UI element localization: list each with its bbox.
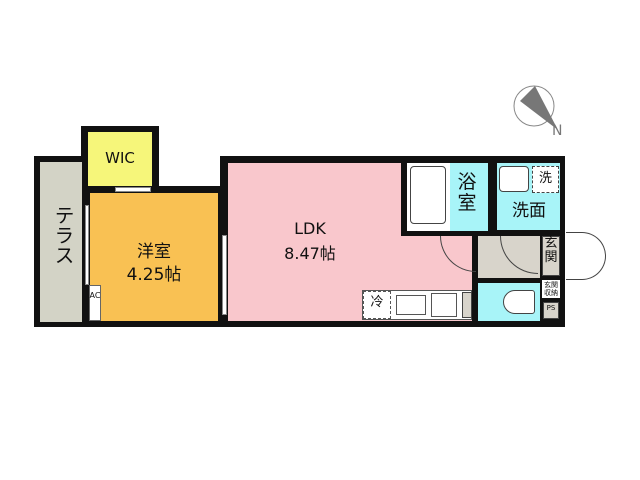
terrace-label: テラス — [51, 205, 75, 265]
entrance-label: 玄関 — [544, 236, 558, 266]
fridge-space — [363, 291, 391, 319]
western-room-name: 洋室 — [137, 242, 171, 262]
fridge-label: 冷 — [370, 295, 384, 310]
washroom-label: 洗面 — [512, 201, 546, 221]
laundry-space — [532, 166, 559, 193]
stove — [431, 293, 457, 317]
entrance-label-box — [542, 236, 560, 276]
ac-unit — [89, 285, 101, 321]
washbasin — [499, 166, 529, 192]
sink — [396, 295, 426, 315]
bathroom — [450, 163, 488, 231]
ac-label: AC — [89, 291, 101, 300]
window — [222, 235, 227, 315]
wic-door — [115, 187, 151, 192]
wic-label: WIC — [105, 149, 135, 167]
western-room-size: 4.25帖 — [126, 265, 182, 285]
toilet-bowl — [503, 290, 535, 314]
compass-north-label: N — [552, 123, 563, 139]
terrace — [40, 162, 82, 322]
storage-cabinet — [462, 292, 472, 318]
western-room — [90, 193, 218, 321]
window — [85, 205, 89, 285]
laundry-label: 洗 — [538, 171, 552, 186]
compass-icon — [513, 85, 558, 130]
entrance-door[interactable] — [566, 232, 606, 280]
entrance-storage-label: 玄関収納 — [544, 281, 558, 297]
wic — [88, 132, 152, 186]
ldk-name: LDK — [294, 219, 326, 238]
entrance-storage — [542, 280, 560, 298]
bathtub — [407, 163, 450, 231]
ldk-size: 8.47帖 — [284, 244, 336, 263]
pipe-space-label: PS — [546, 304, 556, 312]
bathroom-label: 浴室 — [457, 171, 477, 214]
bathtub-basin — [410, 166, 446, 224]
pipe-space — [543, 302, 559, 319]
